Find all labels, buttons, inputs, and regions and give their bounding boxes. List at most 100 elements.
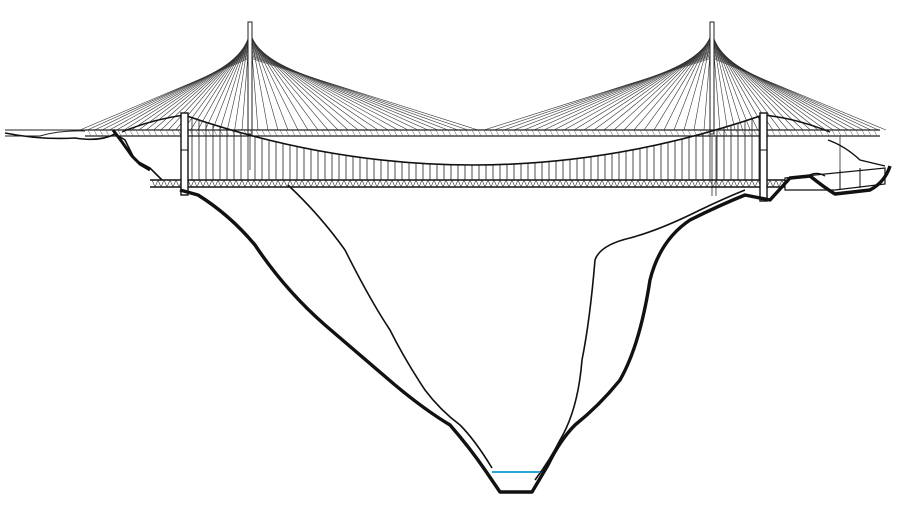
lower-deck-truss-member: [604, 179, 609, 188]
lower-deck-truss-member: [196, 179, 201, 188]
lower-deck-truss-member: [697, 179, 702, 188]
stay-cable: [483, 57, 713, 131]
lower-deck-truss-member: [235, 179, 240, 188]
lower-deck-truss-member: [469, 179, 474, 188]
lower-deck-truss-member: [682, 179, 687, 188]
stay-cable: [523, 52, 713, 131]
upper-deck-piers: [249, 136, 841, 196]
lower-deck-truss-member: [373, 179, 378, 188]
lower-deck-truss-member: [592, 179, 597, 188]
lower-deck-truss-member: [379, 179, 384, 188]
upper-deck-truss-member: [855, 129, 860, 137]
upper-deck-truss-member: [837, 129, 842, 137]
upper-deck-truss-member: [561, 129, 566, 137]
lower-deck-truss-member: [424, 179, 429, 188]
upper-deck-truss-member: [663, 129, 668, 137]
lower-deck-truss-member: [433, 179, 438, 188]
upper-deck-truss-member: [519, 129, 524, 137]
stay-cable: [249, 53, 449, 131]
lower-deck-truss-member: [559, 179, 564, 188]
main-cable: [183, 114, 764, 166]
lower-deck-truss-member: [475, 179, 480, 188]
lower-deck-truss-member: [415, 179, 420, 188]
upper-deck-truss-member: [441, 129, 446, 137]
upper-deck-truss-member: [291, 129, 296, 137]
lower-deck-truss-member: [301, 179, 306, 188]
upper-deck-truss-member: [153, 129, 158, 137]
stay-cable: [79, 57, 251, 131]
stay-cable: [711, 30, 736, 131]
lower-deck-truss-member: [472, 179, 477, 188]
upper-deck-truss-member: [201, 129, 206, 137]
stay-cable: [249, 49, 419, 131]
upper-deck-truss-member: [477, 129, 482, 137]
lower-deck-truss-member: [241, 179, 246, 188]
lower-deck-truss-member: [220, 179, 225, 188]
lower-deck-truss-member: [166, 179, 171, 188]
lower-deck-truss-member: [307, 179, 312, 188]
upper-deck-truss-member: [645, 129, 650, 137]
stay-cable: [219, 32, 251, 131]
lower-deck-truss-member: [505, 179, 510, 188]
lower-deck-truss-member: [268, 179, 273, 188]
lower-deck-truss-member: [163, 179, 168, 188]
upper-deck-truss-member: [285, 129, 290, 137]
upper-deck-truss-member: [717, 129, 722, 137]
lower-deck-truss-member: [205, 179, 210, 188]
upper-deck-truss-member: [345, 129, 350, 137]
lower-deck-truss-member: [265, 179, 270, 188]
lower-deck-truss-member: [382, 179, 387, 188]
lower-deck-truss-member: [298, 179, 303, 188]
upper-deck-truss-member: [609, 129, 614, 137]
lower-deck-truss-member: [652, 179, 657, 188]
stay-cable: [94, 55, 251, 131]
gorge-terrain: [4, 129, 892, 494]
upper-deck-truss-member: [723, 129, 728, 137]
lower-deck-truss-member: [712, 179, 717, 188]
lower-deck-truss-member: [502, 179, 507, 188]
stay-cable: [249, 52, 439, 131]
lower-deck-truss-member: [256, 179, 261, 188]
lower-deck-truss-member: [316, 179, 321, 188]
lower-deck-truss-member: [778, 179, 783, 188]
lower-deck-truss-member: [517, 179, 522, 188]
left-approach-road: [5, 129, 86, 137]
upper-deck-truss-member: [459, 129, 464, 137]
upper-deck-truss-member: [129, 129, 134, 137]
lower-deck-truss-member: [583, 179, 588, 188]
lower-deck-truss-member: [535, 179, 540, 188]
lower-deck-truss-member: [715, 179, 720, 188]
lower-deck-truss-member: [274, 179, 279, 188]
lower-deck-truss-member: [577, 179, 582, 188]
upper-deck-truss-member: [861, 129, 866, 137]
stay-cable: [249, 48, 409, 131]
upper-deck-truss-member: [831, 129, 836, 137]
right-rim-detail: [804, 139, 886, 179]
lower-deck-truss-member: [388, 179, 393, 188]
upper-deck-truss-member: [543, 129, 548, 137]
upper-deck-truss-member: [225, 129, 230, 137]
right-anchorage: [784, 167, 886, 191]
lower-deck-truss-member: [709, 179, 714, 188]
upper-deck-truss-member: [615, 129, 620, 137]
stay-cable: [116, 50, 251, 131]
lower-deck-truss-member: [658, 179, 663, 188]
lower-deck-truss-member: [721, 179, 726, 188]
stay-cable: [249, 29, 269, 131]
lower-deck-truss-member: [232, 179, 237, 188]
upper-deck-truss-member: [297, 129, 302, 137]
upper-deck-truss-member: [777, 129, 782, 137]
lower-deck-truss-member: [601, 179, 606, 188]
stay-cables-left-tower: [79, 27, 479, 131]
stay-cable: [711, 49, 841, 131]
stay-cables-right-tower: [483, 27, 887, 131]
upper-deck-truss-member: [99, 129, 104, 137]
lower-deck-truss-member: [397, 179, 402, 188]
lower-deck-truss-member: [556, 179, 561, 188]
upper-deck-truss-member: [603, 129, 608, 137]
upper-deck-truss-member: [387, 129, 392, 137]
right-backstay: [762, 114, 831, 133]
upper-deck-truss-member: [375, 129, 380, 137]
lower-deck-truss-member: [691, 179, 696, 188]
lower-deck-truss-member: [754, 179, 759, 188]
